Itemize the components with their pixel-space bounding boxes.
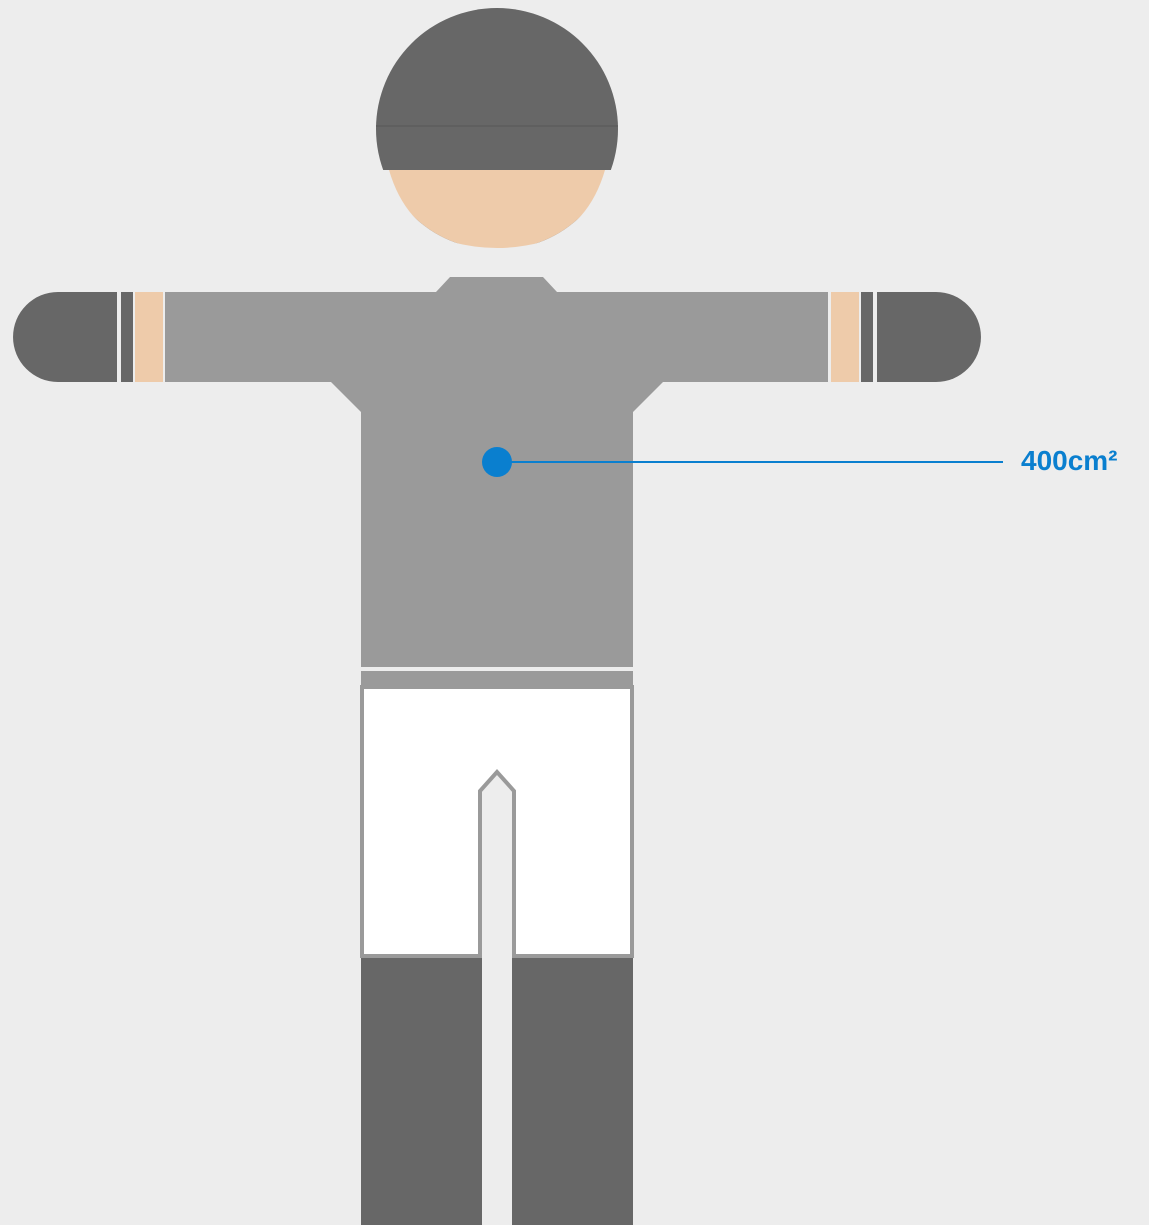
right-glove-cuff	[861, 292, 873, 382]
right-glove	[877, 292, 981, 382]
left-wrist-skin	[135, 292, 163, 382]
left-glove	[13, 292, 117, 382]
callout-label: 400cm²	[1021, 445, 1118, 476]
left-hand	[13, 292, 163, 382]
right-hand	[831, 292, 981, 382]
head	[376, 8, 618, 260]
left-leg	[361, 958, 482, 1225]
right-leg	[512, 958, 633, 1225]
cap-brim-line	[376, 125, 618, 127]
left-glove-cuff	[121, 292, 133, 382]
callout-marker	[482, 447, 512, 477]
waistband	[361, 671, 633, 686]
right-wrist-skin	[831, 292, 859, 382]
